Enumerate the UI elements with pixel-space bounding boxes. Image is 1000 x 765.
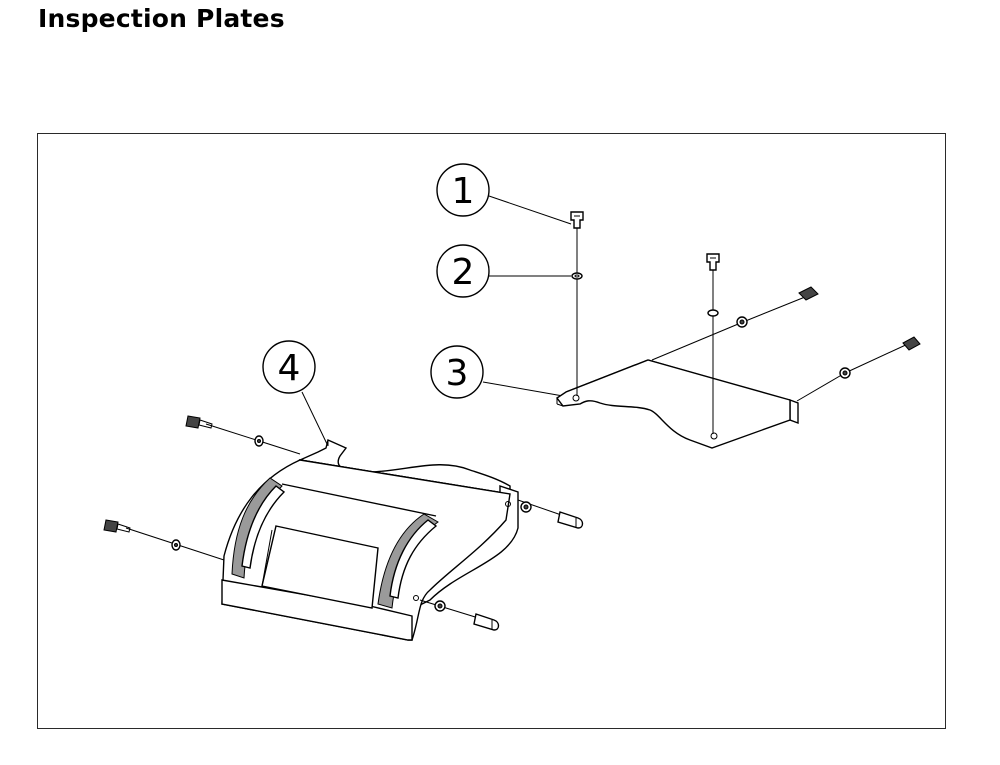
washer-front-upper-left-icon (254, 435, 264, 447)
bolt-front-right-upper-icon (557, 511, 584, 529)
washer-rear-side-upper-icon (736, 316, 748, 328)
callout-3-label: 3 (446, 353, 469, 394)
bolt-rear-side-upper-icon (798, 286, 819, 301)
callout-3: 3 (430, 345, 564, 399)
callout-2: 2 (436, 244, 571, 298)
callout-4-label: 4 (278, 348, 301, 389)
bolt-rear-side-lower-icon (902, 336, 921, 351)
callout-1: 1 (436, 163, 572, 225)
callout-4: 4 (262, 340, 328, 445)
washer-rear-side-lower-icon (839, 367, 851, 379)
bolt-1-icon (570, 211, 584, 229)
bolt-rear-vertical-icon (706, 253, 720, 271)
inspection-plate-rear (555, 359, 799, 449)
bolt-front-upper-left-icon (185, 415, 213, 429)
page-title: Inspection Plates (38, 4, 285, 33)
fastener-axes-rear (576, 222, 911, 434)
washer-front-right-lower-icon (434, 600, 446, 612)
callout-2-label: 2 (452, 252, 475, 293)
washer-front-right-upper-icon (520, 501, 532, 513)
inspection-cover-front (221, 439, 519, 641)
callout-1-label: 1 (452, 171, 475, 212)
diagram-frame (37, 133, 946, 729)
washer-2-icon (571, 272, 583, 280)
bolt-front-lower-left-icon (103, 519, 131, 533)
washer-front-lower-left-icon (171, 539, 181, 551)
bolt-front-right-lower-icon (473, 613, 500, 631)
washer-rear-vertical-icon (707, 309, 719, 317)
